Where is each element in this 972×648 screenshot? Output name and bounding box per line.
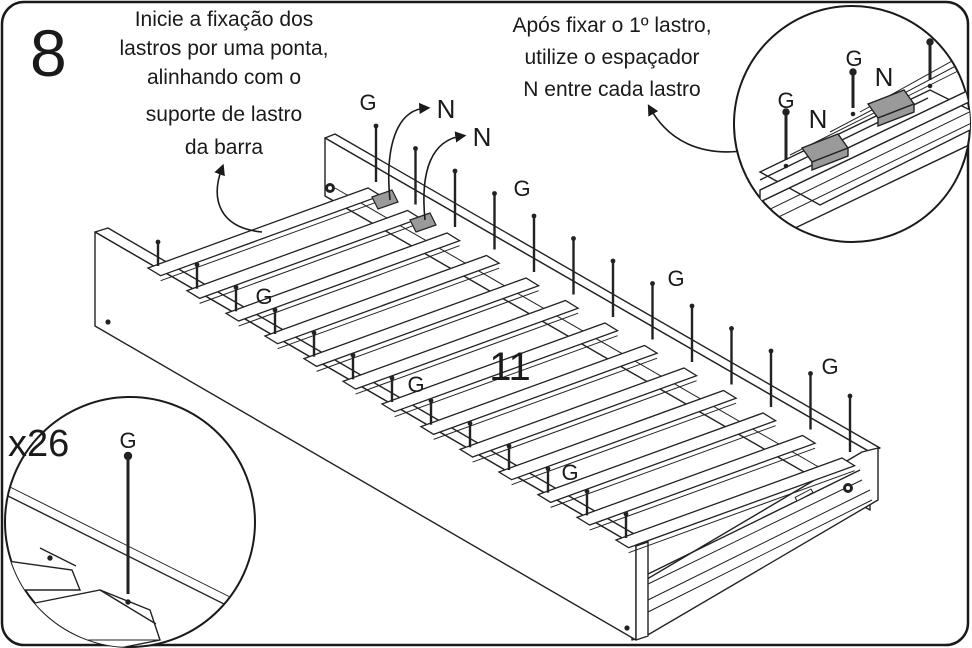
screws-group bbox=[155, 123, 853, 538]
instruction-left-line-3: alinhando com o bbox=[147, 66, 301, 89]
spacer-label: N bbox=[875, 62, 894, 92]
screw-head bbox=[623, 511, 629, 517]
screw-head bbox=[808, 371, 813, 376]
screw-head bbox=[847, 393, 853, 399]
end-board-right bbox=[631, 447, 879, 641]
slat bbox=[497, 389, 738, 481]
screw-head bbox=[545, 466, 551, 472]
arrow-n-2 bbox=[423, 131, 467, 221]
front-rail-edge bbox=[635, 541, 649, 641]
screw-head bbox=[389, 375, 395, 381]
slat bbox=[458, 367, 699, 458]
instruction-right-line-3: N entre cada lastro bbox=[523, 78, 700, 101]
instruction-left-line-2: lastros por uma ponta, bbox=[120, 37, 329, 60]
screw-head bbox=[571, 236, 576, 241]
screw-label: G bbox=[845, 46, 862, 71]
detail-circle-spacer bbox=[733, 5, 971, 243]
screw-label: G bbox=[513, 176, 530, 201]
pointer-arrows bbox=[214, 102, 751, 233]
screw-head bbox=[506, 443, 512, 449]
detail-circle-screw bbox=[4, 396, 256, 648]
slat bbox=[575, 434, 817, 526]
screw-head bbox=[413, 146, 418, 151]
screw-head bbox=[350, 352, 356, 358]
slat-support-line-back bbox=[334, 187, 863, 493]
screw-head bbox=[689, 303, 695, 309]
instruction-left-line-5: da barra bbox=[185, 136, 264, 159]
instruction-left-line-1: Inicie a fixação dos bbox=[135, 8, 314, 31]
screw-head bbox=[531, 213, 537, 219]
screw-label: G bbox=[255, 284, 272, 309]
screw-label: G bbox=[777, 88, 794, 113]
instruction-right-line-1: Após fixar o 1º lastro, bbox=[512, 14, 711, 37]
screw-head bbox=[650, 281, 655, 286]
slat bbox=[536, 412, 778, 504]
arrow-n-1 bbox=[387, 102, 431, 201]
spacer-blocks-main bbox=[371, 189, 437, 233]
slat bbox=[224, 232, 462, 322]
screw-head bbox=[729, 326, 734, 331]
instruction-right-line-2: utilize o espaçador bbox=[524, 46, 699, 69]
screw-head bbox=[768, 348, 774, 354]
slat bbox=[614, 457, 857, 549]
screw-head bbox=[373, 123, 379, 129]
instruction-left-line-4: suporte de lastro bbox=[146, 103, 302, 126]
screw-head bbox=[584, 488, 590, 494]
spacer-label: N bbox=[437, 94, 456, 124]
rail-bottom-1 bbox=[645, 469, 861, 576]
screw-label: G bbox=[359, 90, 376, 115]
arrow-to-slat-support bbox=[214, 163, 263, 233]
screw-head bbox=[492, 191, 497, 196]
spacer-label: N bbox=[473, 122, 492, 152]
slat-edge bbox=[628, 470, 855, 554]
screw-head bbox=[452, 168, 458, 174]
screw-head bbox=[155, 239, 161, 245]
screw-head bbox=[428, 398, 434, 404]
instruction-left: Inicie a fixação dos lastros por uma pon… bbox=[120, 8, 329, 159]
screw-head bbox=[194, 262, 200, 268]
slats-group bbox=[146, 187, 857, 554]
step-number: 8 bbox=[30, 16, 67, 90]
screw-label: G bbox=[821, 354, 838, 379]
screw-label: G bbox=[407, 372, 424, 397]
slat bbox=[263, 254, 501, 345]
screw-label: G bbox=[561, 460, 578, 485]
slat bbox=[341, 299, 580, 390]
slat bbox=[380, 322, 620, 413]
back-rail bbox=[324, 137, 871, 511]
quantity-label: x26 bbox=[8, 423, 69, 465]
screw-label: G bbox=[119, 428, 136, 453]
spacer-label: N bbox=[809, 104, 828, 134]
screw-head bbox=[233, 284, 239, 290]
screw-label: G bbox=[667, 266, 684, 291]
arrow-to-detail bbox=[647, 104, 751, 153]
screw-head bbox=[272, 307, 278, 313]
instruction-right: Após fixar o 1º lastro, utilize o espaça… bbox=[512, 14, 711, 101]
slat bbox=[302, 277, 541, 368]
screw-head bbox=[467, 420, 473, 426]
part-number-label: 11 bbox=[489, 345, 531, 389]
screw-head bbox=[311, 330, 317, 336]
screw-head bbox=[610, 258, 616, 264]
slat bbox=[419, 344, 659, 436]
